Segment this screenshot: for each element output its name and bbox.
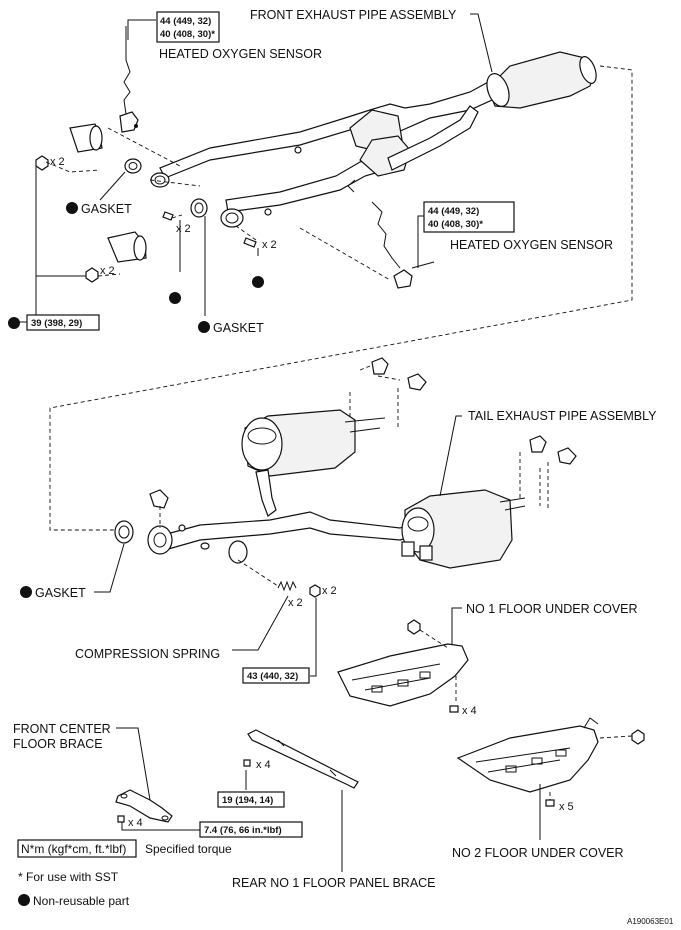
front-exhaust-pipe-assembly <box>150 51 597 228</box>
clip-icon <box>631 729 645 745</box>
bolt-icon <box>162 211 257 248</box>
clip-icon <box>407 619 421 635</box>
torque-sensor-1-line2: 40 (408, 30)* <box>160 29 215 40</box>
label-no2-floor-under-cover: NO 2 FLOOR UNDER COVER <box>452 846 624 860</box>
torque-sensor-2-line2: 40 (408, 30)* <box>428 219 483 230</box>
torque-flange-nut: 39 (398, 29) <box>31 318 82 329</box>
spring-bolt-part <box>309 584 321 598</box>
tail-exhaust-pipe-assembly <box>147 409 526 569</box>
torque-box-sensor-2 <box>423 201 515 233</box>
count-cover1: x 4 <box>462 705 477 717</box>
rear-no1-floor-panel-brace <box>247 729 359 789</box>
label-rear-no1-floor-panel-brace: REAR NO 1 FLOOR PANEL BRACE <box>232 876 436 890</box>
torque-sensor-2-line1: 44 (449, 32) <box>428 206 479 217</box>
label-gasket-1: GASKET <box>81 202 132 216</box>
label-front-center-line1: FRONT CENTER <box>13 722 111 736</box>
nut-icon <box>35 155 99 283</box>
nonreusable-mark-icon <box>20 586 32 598</box>
nonreusable-mark-icon <box>66 202 78 214</box>
label-gasket-3: GASKET <box>35 586 86 600</box>
image-code: A190063E01 <box>627 917 674 926</box>
count-center-brace: x 4 <box>128 817 143 829</box>
no2-floor-under-cover <box>456 717 599 793</box>
nonreusable-mark-icon <box>198 321 210 333</box>
count-nut-lower: x 2 <box>100 265 115 277</box>
count-nut-upper: x 2 <box>50 156 65 168</box>
legend-specified-torque: Specified torque <box>145 842 232 856</box>
label-gasket-2: GASKET <box>213 321 264 335</box>
bolt-icon <box>243 759 251 767</box>
torque-panel-brace: 19 (194, 14) <box>222 795 273 806</box>
heated-oxygen-sensor-2 <box>371 201 435 289</box>
label-front-center-line2: FLOOR BRACE <box>13 737 103 751</box>
compression-spring-part <box>277 580 297 592</box>
gasket-2-part <box>190 198 208 218</box>
count-cover2: x 5 <box>559 801 574 813</box>
bolt-icon <box>545 799 555 807</box>
torque-box-sensor-1 <box>156 11 220 43</box>
legend-sst-note: * For use with SST <box>18 870 119 884</box>
exhaust-manifold-stub-upper <box>69 123 103 153</box>
count-spring-bolt: x 2 <box>322 585 337 597</box>
label-heated-oxygen-sensor-1: HEATED OXYGEN SENSOR <box>159 47 322 61</box>
legend-unit-box <box>17 839 137 858</box>
torque-center-brace: 7.4 (76, 66 in.*lbf) <box>204 825 282 836</box>
front-center-floor-brace <box>115 789 173 823</box>
torque-box-panel-brace <box>217 791 285 808</box>
label-compression-spring: COMPRESSION SPRING <box>75 647 220 661</box>
nonreusable-mark-icon <box>169 292 181 304</box>
torque-sensor-1-line1: 44 (449, 32) <box>160 16 211 27</box>
nonreusable-mark-icon <box>8 317 20 329</box>
count-spring: x 2 <box>288 597 303 609</box>
torque-box-center-brace <box>199 821 303 838</box>
exhaust-hanger-icon <box>149 357 577 509</box>
exhaust-manifold-stub-lower <box>107 231 147 263</box>
label-no1-floor-under-cover: NO 1 FLOOR UNDER COVER <box>466 602 638 616</box>
bolt-icon <box>117 815 125 823</box>
heated-oxygen-sensor-1 <box>119 26 139 133</box>
nonreusable-mark-icon <box>252 276 264 288</box>
count-panel-brace: x 4 <box>256 759 271 771</box>
count-bolt-b: x 2 <box>262 239 277 251</box>
legend-unit-text: N*m (kgf*cm, ft.*lbf) <box>21 842 126 856</box>
no1-floor-under-cover <box>337 643 469 707</box>
torque-spring-bolt: 43 (440, 32) <box>247 671 298 682</box>
torque-box-spring-bolt <box>242 667 310 684</box>
bolt-icon <box>449 705 459 713</box>
label-heated-oxygen-sensor-2: HEATED OXYGEN SENSOR <box>450 238 613 252</box>
gasket-1-part <box>124 158 142 174</box>
count-bolt-a: x 2 <box>176 223 191 235</box>
legend-nonreusable: Non-reusable part <box>33 894 130 908</box>
torque-box-flange-nut <box>26 314 100 331</box>
nonreusable-mark-icon <box>18 894 30 906</box>
label-front-exhaust-pipe-assembly: FRONT EXHAUST PIPE ASSEMBLY <box>250 8 457 22</box>
label-tail-exhaust-pipe-assembly: TAIL EXHAUST PIPE ASSEMBLY <box>468 409 657 423</box>
gasket-3-part <box>114 520 134 544</box>
